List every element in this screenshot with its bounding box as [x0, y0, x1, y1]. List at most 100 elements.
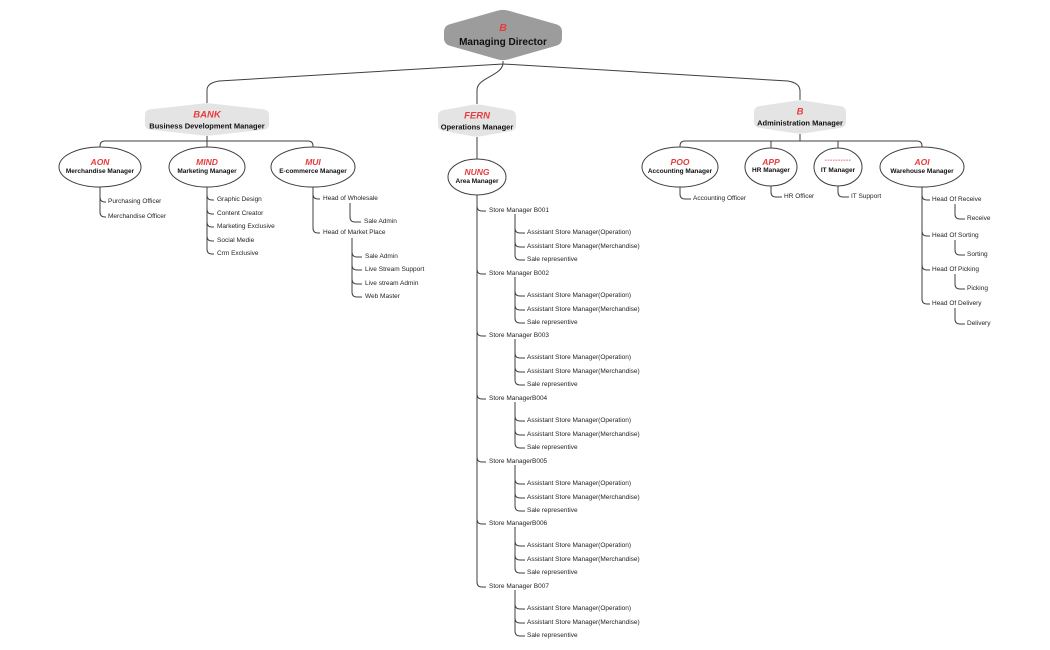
- business-development-manager-code: BANK: [193, 109, 221, 121]
- aon-tree-connectors: [99, 187, 106, 218]
- warehouse-manager-title: Warehouse Manager: [890, 167, 954, 175]
- web-master-label: Web Master: [365, 292, 400, 300]
- head-of-receive-label: Head Of Receive: [932, 195, 982, 203]
- store-b002-label: Store Manager B002: [489, 269, 549, 277]
- store-b001-asm-operation-label: Assistant Store Manager(Operation): [527, 228, 632, 236]
- receive-label: Receive: [967, 214, 991, 222]
- admin-officer-connectors: [679, 186, 849, 200]
- administration-manager-title: Administration Manager: [757, 118, 843, 128]
- store-b005-sale-rep-label: Sale representive: [527, 506, 578, 514]
- mind-tree-connectors: [206, 187, 214, 255]
- ecommerce-manager-code: MUI: [305, 156, 321, 167]
- store-b005-label: Store ManagerB005: [489, 457, 548, 465]
- store-b005-asm-merchandise-label: Assistant Store Manager(Merchandise): [527, 493, 640, 501]
- it-manager-ellipse: [813, 147, 863, 187]
- area-manager-ellipse: [447, 158, 507, 196]
- managing-director-code: B: [499, 21, 507, 34]
- merchandise-manager-ellipse: [58, 146, 142, 188]
- accounting-manager-title: Accounting Manager: [647, 167, 713, 175]
- store-b004-label: Store ManagerB004: [489, 394, 548, 402]
- merchandise-manager-title: Merchandise Manager: [65, 167, 135, 175]
- bank-row-connectors: [99, 136, 314, 147]
- store-b007-asm-operation-label: Assistant Store Manager(Operation): [527, 604, 632, 612]
- store-b001-label: Store Manager B001: [489, 206, 549, 214]
- store-b001-asm-merchandise-label: Assistant Store Manager(Merchandise): [527, 242, 640, 250]
- head-of-market-place-label: Head of Market Place: [323, 228, 386, 236]
- store-b001-sale-rep-label: Sale representive: [527, 255, 578, 263]
- administration-manager-hexagon: [754, 100, 846, 134]
- hr-manager-code: APP: [762, 156, 780, 167]
- warehouse-manager-code: AOI: [914, 156, 930, 167]
- store-b006-label: Store ManagerB006: [489, 519, 548, 527]
- live-stream-support-label: Live Stream Support: [365, 265, 425, 273]
- graphic-design-label: Graphic Design: [217, 195, 262, 203]
- marketing-manager-code: MIND: [196, 156, 218, 167]
- marketing-manager-ellipse: [168, 146, 246, 188]
- accounting-officer-label: Accounting Officer: [693, 194, 746, 202]
- accounting-manager-ellipse: [641, 146, 719, 188]
- mui-tree-connectors: [312, 187, 362, 298]
- live-stream-admin-label: Live stream Admin: [365, 279, 419, 287]
- purchasing-officer-label: Purchasing Officer: [108, 197, 162, 205]
- operations-manager-title: Operations Manager: [440, 122, 514, 132]
- warehouse-tree-connectors: [921, 187, 965, 325]
- store-b002-asm-merchandise-label: Assistant Store Manager(Merchandise): [527, 305, 640, 313]
- store-b003-asm-merchandise-label: Assistant Store Manager(Merchandise): [527, 367, 640, 375]
- it-manager-title: IT Manager: [820, 166, 856, 174]
- fern-trunk-connectors: [476, 137, 486, 588]
- accounting-manager-code: POO: [670, 156, 690, 167]
- managing-director-hexagon: [444, 9, 562, 61]
- it-manager-code: ----------: [824, 156, 852, 164]
- store-b006-asm-merchandise-label: Assistant Store Manager(Merchandise): [527, 555, 640, 563]
- head-of-sorting-label: Head Of Sorting: [932, 231, 979, 239]
- store-b006-asm-operation-label: Assistant Store Manager(Operation): [527, 541, 632, 549]
- delivery-label: Delivery: [967, 319, 991, 327]
- store-b003-label: Store Manager B003: [489, 331, 549, 339]
- crm-exclusive-label: Crm Exclusive: [217, 249, 259, 257]
- sorting-label: Sorting: [967, 250, 988, 258]
- operations-manager-code: FERN: [464, 110, 490, 122]
- picking-label: Picking: [967, 284, 988, 292]
- wholesale-sale-admin-label: Sale Admin: [364, 217, 397, 225]
- store-b004-asm-merchandise-label: Assistant Store Manager(Merchandise): [527, 430, 640, 438]
- hr-officer-label: HR Officer: [784, 192, 815, 200]
- store-b007-sale-rep-label: Sale representive: [527, 631, 578, 639]
- head-of-picking-label: Head Of Picking: [932, 265, 979, 273]
- store-b003-asm-operation-label: Assistant Store Manager(Operation): [527, 353, 632, 361]
- administration-manager-code: B: [796, 106, 804, 118]
- content-creator-label: Content Creator: [217, 209, 264, 217]
- hr-manager-title: HR Manager: [752, 166, 790, 174]
- operations-manager-hexagon: [438, 104, 516, 137]
- warehouse-manager-ellipse: [879, 146, 965, 188]
- head-of-delivery-label: Head Of Delivery: [932, 299, 982, 307]
- ecommerce-manager-ellipse: [270, 146, 356, 188]
- store-b004-asm-operation-label: Assistant Store Manager(Operation): [527, 416, 632, 424]
- store-children-connectors: [514, 214, 525, 637]
- marketing-exclusive-label: Marketing Exclusive: [217, 222, 275, 230]
- business-development-manager-hexagon: [145, 103, 269, 136]
- marketing-manager-title: Marketing Manager: [177, 167, 237, 175]
- area-manager-title: Area Manager: [455, 177, 499, 185]
- merchandise-manager-code: AON: [90, 156, 110, 167]
- store-b002-sale-rep-label: Sale representive: [527, 318, 578, 326]
- social-medie-label: Social Medie: [217, 236, 255, 244]
- store-b005-asm-operation-label: Assistant Store Manager(Operation): [527, 479, 632, 487]
- store-b007-label: Store Manager B007: [489, 582, 549, 590]
- area-manager-code: NUNG: [464, 166, 490, 177]
- merchandise-officer-label: Merchandise Officer: [108, 212, 167, 220]
- business-development-manager-title: Business Development Manager: [149, 121, 265, 131]
- store-b006-sale-rep-label: Sale representive: [527, 568, 578, 576]
- managing-director-title: Managing Director: [459, 37, 547, 48]
- hr-manager-ellipse: [744, 147, 798, 187]
- head-of-wholesale-label: Head of Wholesale: [323, 194, 378, 202]
- ecommerce-manager-title: E-commerce Manager: [279, 167, 347, 175]
- admin-row-connectors: [679, 134, 923, 148]
- connector-lines: [99, 61, 965, 637]
- store-b004-sale-rep-label: Sale representive: [527, 443, 578, 451]
- it-support-label: IT Support: [851, 192, 882, 200]
- root-branch-connectors: [206, 61, 801, 104]
- store-b007-asm-merchandise-label: Assistant Store Manager(Merchandise): [527, 618, 640, 626]
- store-b002-asm-operation-label: Assistant Store Manager(Operation): [527, 291, 632, 299]
